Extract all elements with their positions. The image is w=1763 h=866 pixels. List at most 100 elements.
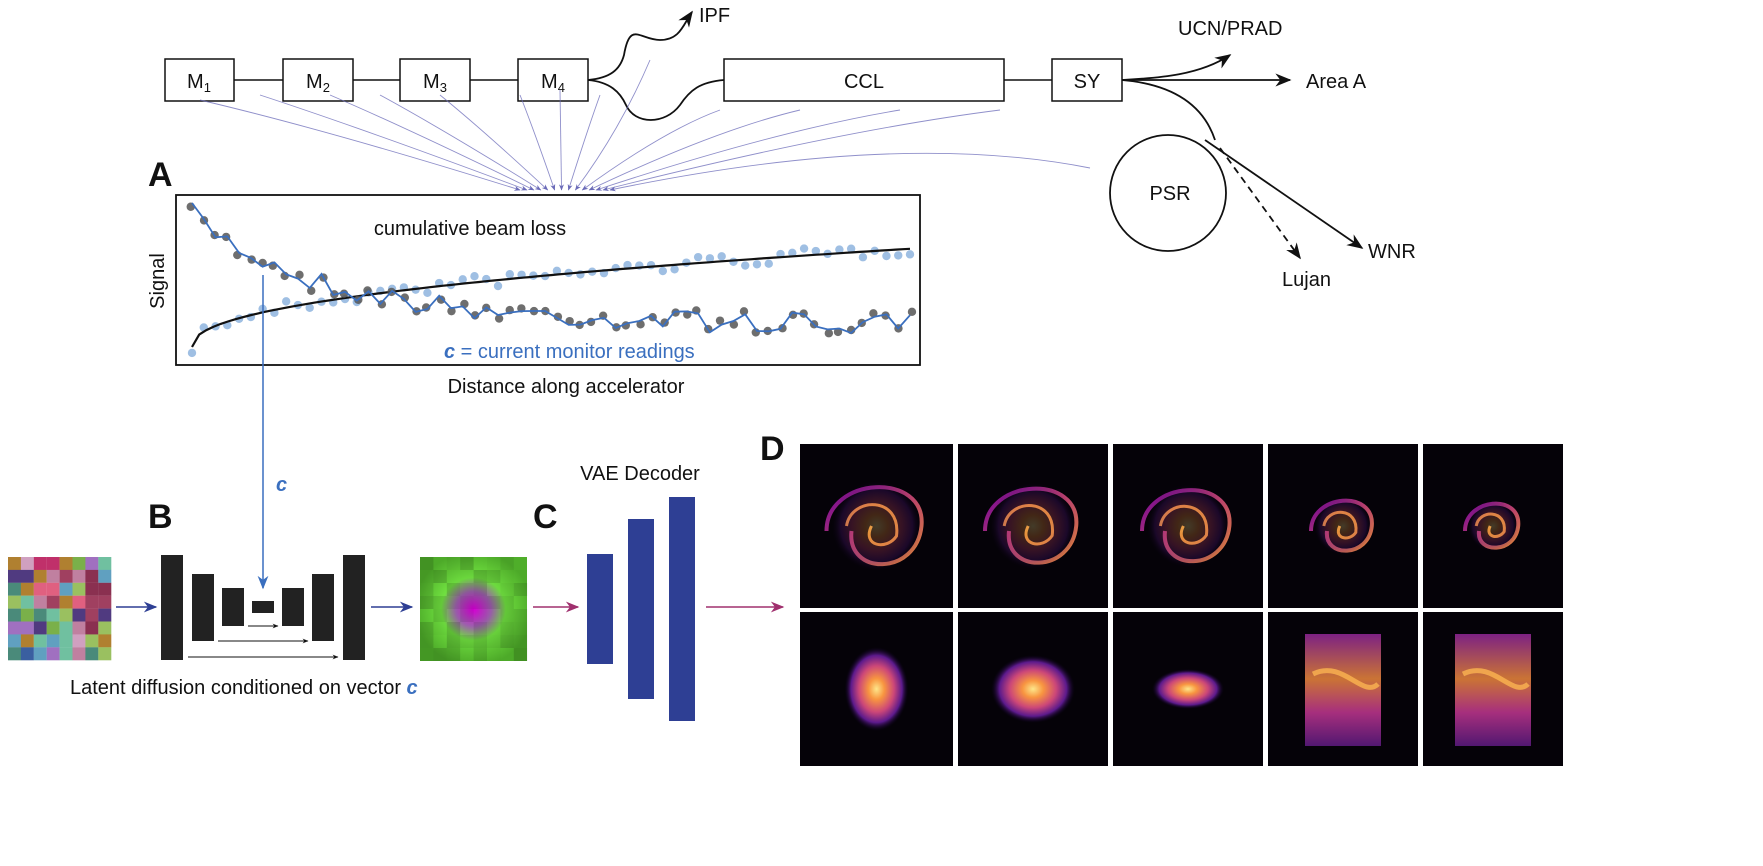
latent-cell (500, 622, 514, 635)
cumulative-loss-label: cumulative beam loss (374, 218, 566, 240)
latent-cell (473, 648, 487, 661)
latent-cell (487, 570, 501, 583)
latent-cell (433, 596, 447, 609)
noise-cell (59, 621, 73, 635)
noise-cell (8, 582, 21, 596)
c-vector-label: c (276, 474, 287, 496)
latent-cell (433, 557, 446, 570)
noise-cell (59, 647, 73, 661)
latent-cell (473, 635, 487, 648)
noise-cell (46, 557, 60, 570)
latent-cell (447, 570, 460, 583)
beam-profile (844, 647, 909, 731)
loss-data-point (705, 254, 715, 263)
latent-cell (446, 648, 461, 661)
loss-data-point (717, 252, 726, 261)
noise-cell (72, 595, 86, 609)
noise-cell (85, 608, 99, 622)
panel-c-letter: C (533, 498, 558, 536)
beam-profile (1152, 669, 1224, 709)
noise-cell (72, 647, 86, 661)
monitor-data-point (739, 307, 749, 316)
loss-data-point (693, 252, 703, 262)
panel-b-caption-text: Latent diffusion conditioned on vector (70, 677, 407, 699)
panel-a-xlabel: Distance along accelerator (448, 376, 685, 398)
latent-cell (473, 609, 487, 622)
swirl-glow (831, 481, 922, 571)
monitor-fan-line (581, 109, 721, 191)
generated-image (1113, 612, 1263, 766)
noise-cell (98, 569, 112, 583)
latent-cell (460, 583, 474, 596)
loss-data-point (305, 303, 314, 312)
monitor-fan-line (558, 89, 564, 191)
latent-cell (500, 609, 514, 622)
current-monitor-line (191, 202, 911, 335)
monitor-fan-line (519, 94, 556, 191)
loss-data-point (670, 265, 679, 274)
unet (161, 555, 365, 660)
latent-cell (433, 622, 447, 635)
noise-cell (98, 557, 112, 570)
panel-d: D (760, 430, 1563, 766)
noise-cell (72, 569, 86, 583)
latent-cell (513, 635, 528, 648)
latent-cell (460, 557, 474, 570)
noise-cell (33, 582, 47, 596)
svg-text:M3: M3 (423, 71, 447, 95)
monitor-data-point (400, 293, 410, 302)
svg-text:M1: M1 (187, 71, 211, 95)
generated-image (1268, 612, 1418, 766)
noise-cell (20, 595, 34, 609)
beam-profile (1305, 634, 1381, 746)
generated-image (1268, 444, 1418, 608)
monitor-data-point (907, 307, 917, 317)
latent-cell (460, 635, 474, 648)
noise-cell (72, 634, 86, 648)
loss-data-point (764, 259, 773, 268)
ccl-branch (587, 79, 725, 121)
monitor-fan-line (567, 94, 601, 191)
vae-decoder-title: VAE Decoder (580, 463, 700, 485)
loss-data-point (799, 244, 809, 253)
module-m4-sub: 4 (558, 80, 565, 95)
ucn-label: UCN/PRAD (1178, 18, 1282, 40)
sy-box: SY (1051, 58, 1123, 102)
latent-cell (487, 648, 500, 661)
noise-cell (46, 634, 60, 648)
latent-cell (420, 648, 434, 661)
latent-cell (446, 622, 461, 635)
ccl-label: CCL (844, 71, 884, 93)
monitor-fan-line (609, 152, 1091, 192)
loss-data-point (741, 261, 750, 270)
loss-data-point (905, 250, 915, 259)
noise-cell (72, 621, 86, 635)
noise-cell (8, 634, 21, 648)
noise-cell (33, 621, 47, 635)
panel-c: C VAE Decoder (533, 463, 785, 721)
monitor-fan-line (588, 109, 801, 191)
noise-cell (33, 569, 47, 583)
latent-cell (420, 557, 434, 570)
generated-image-grid (800, 444, 1563, 766)
beamline: M1 M2 M3 M4 CCL SY IPF UCN/PRAD (164, 5, 1416, 291)
generated-image (958, 612, 1108, 766)
module-m3-label: M (423, 71, 440, 93)
ucn-branch (1121, 54, 1232, 81)
panel-a: A Signal Distance along accelerator cumu… (147, 156, 921, 398)
latent-cell (446, 583, 461, 596)
module-m4: M4 (517, 58, 589, 102)
loss-data-point (658, 266, 668, 276)
beam-profile (991, 655, 1075, 723)
noise-cell (85, 634, 99, 648)
lujan-branch (1219, 147, 1301, 260)
panel-a-plot (186, 202, 917, 358)
noise-cell (20, 569, 34, 583)
current-monitor-text: = current monitor readings (455, 341, 695, 363)
latent-cell (487, 596, 501, 609)
noise-cell (85, 557, 99, 570)
latent-cell (500, 557, 514, 570)
noise-cell (46, 621, 60, 635)
noise-cell (20, 557, 34, 570)
monitor-data-point (833, 327, 843, 337)
